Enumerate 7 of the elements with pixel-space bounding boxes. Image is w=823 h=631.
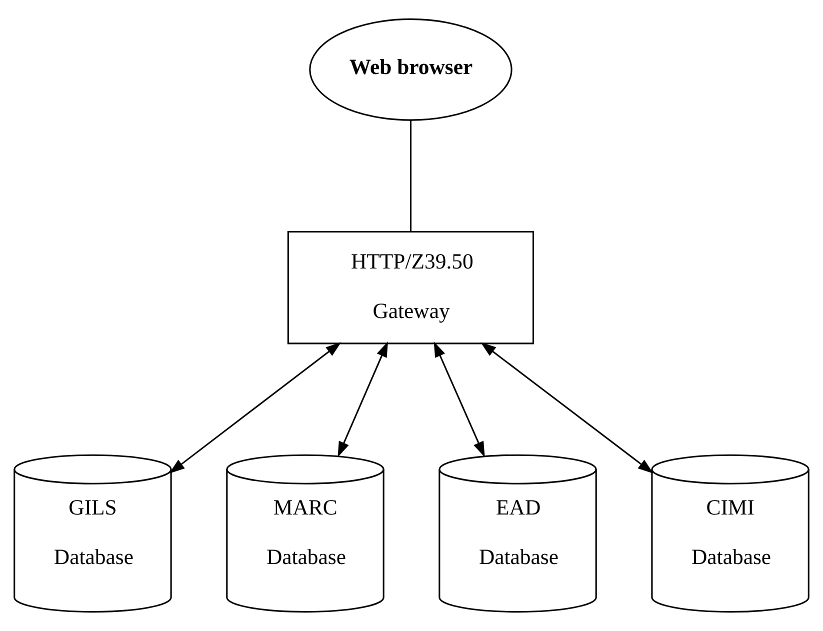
arrow: [480, 342, 654, 474]
node-ellipse: Web browser: [309, 18, 512, 121]
arrow: [169, 342, 342, 474]
arrow: [338, 341, 388, 458]
connector: [410, 120, 412, 232]
node-box: HTTP/Z39.50 Gateway: [287, 230, 534, 344]
arrow: [434, 341, 485, 458]
